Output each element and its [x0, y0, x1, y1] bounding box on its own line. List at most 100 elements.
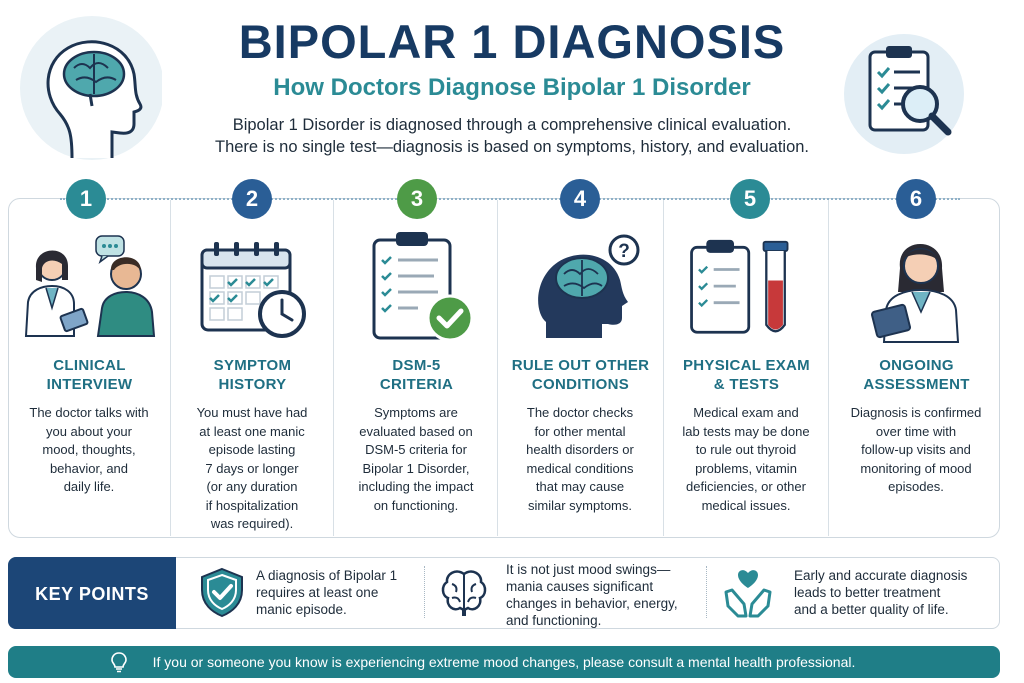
heart-hands-icon — [724, 570, 772, 618]
desc-line: follow-up visits and — [861, 442, 971, 457]
key-point-line: It is not just mood swings— — [506, 562, 671, 577]
desc-line: You must have had — [196, 405, 308, 420]
desc-line: if hospitalization — [205, 497, 299, 513]
desc-line: The doctor checks — [526, 405, 634, 420]
footer-text: If you or someone you know is experienci… — [152, 654, 856, 670]
step-3-description: Symptoms are evaluated based on DSM-5 cr… — [341, 404, 491, 515]
step-3-badge: 3 — [397, 179, 437, 219]
step-divider — [497, 200, 498, 536]
step-3-title-line-2: CRITERIA — [379, 376, 454, 393]
desc-line: Symptoms are — [374, 405, 458, 420]
intro-line-2: There is no single test—diagnosis is bas… — [215, 138, 809, 156]
desc-line: 7 days or longer — [205, 460, 299, 476]
key-point-line: mania causes significant — [506, 579, 654, 594]
key-point-3: Early and accurate diagnosis leads to be… — [794, 567, 967, 618]
step-1-title: CLINICAL INTERVIEW — [12, 356, 167, 394]
desc-line: health disorders or — [526, 442, 634, 457]
step-1-description: The doctor talks with you about your moo… — [14, 404, 164, 497]
step-5-badge: 5 — [730, 179, 770, 219]
desc-line: Bipolar 1 Disorder, — [362, 460, 470, 476]
key-point-2: It is not just mood swings— mania causes… — [506, 561, 678, 629]
desc-line: medical issues. — [701, 497, 791, 513]
desc-line: including the impact — [358, 479, 474, 494]
step-5-title-line-2: & TESTS — [713, 376, 780, 393]
desc-line: (or any duration — [206, 479, 298, 494]
key-point-line: leads to better treatment — [794, 585, 941, 600]
key-points-label-box — [8, 557, 176, 629]
desc-line: Diagnosis is confirmed — [850, 405, 982, 420]
desc-line: behavior, and — [49, 460, 129, 476]
step-5-title-line-1: PHYSICAL EXAM — [683, 357, 810, 374]
step-divider — [663, 200, 664, 536]
key-point-line: A diagnosis of Bipolar 1 — [256, 568, 398, 583]
step-2-badge: 2 — [232, 179, 272, 219]
desc-line: for other mental — [534, 423, 626, 439]
key-point-line: manic episode. — [256, 602, 347, 617]
key-point-line: changes in behavior, energy, — [506, 596, 678, 611]
step-6-title: ONGOING ASSESSMENT — [839, 356, 994, 394]
step-6-badge: 6 — [896, 179, 936, 219]
desc-line: over time with — [875, 423, 957, 439]
step-4-description: The doctor checks for other mental healt… — [505, 404, 655, 515]
step-2-title-line-1: SYMPTOM — [213, 357, 292, 374]
step-divider — [828, 200, 829, 536]
step-4-title-line-1: RULE OUT OTHER — [511, 357, 650, 374]
key-point-separator — [706, 566, 707, 618]
step-1-badge: 1 — [66, 179, 106, 219]
desc-line: that may cause — [535, 479, 625, 494]
key-points-label: KEY POINTS — [35, 584, 149, 604]
step-6-title-line-2: ASSESSMENT — [863, 376, 970, 393]
key-point-line: requires at least one — [256, 585, 379, 600]
desc-line: daily life. — [63, 479, 115, 494]
lightbulb-icon — [111, 652, 127, 673]
step-6-title-line-1: ONGOING — [879, 357, 954, 374]
svg-text:?: ? — [618, 241, 630, 262]
step-3-title-line-1: DSM-5 — [392, 357, 441, 374]
shield-check-icon — [201, 567, 243, 618]
desc-line: similar symptoms. — [527, 497, 632, 513]
desc-line: DSM-5 criteria for — [365, 442, 467, 457]
desc-line: episode lasting — [208, 442, 296, 457]
step-4-title-line-2: CONDITIONS — [531, 376, 630, 393]
desc-line: problems, vitamin — [695, 460, 797, 476]
clipboard-search-icon — [844, 34, 964, 154]
doctor-patient-icon — [24, 235, 156, 337]
brain-icon — [441, 570, 487, 616]
desc-line: on functioning. — [373, 497, 459, 513]
head-question-icon: ? — [538, 234, 640, 338]
step-5-title: PHYSICAL EXAM & TESTS — [669, 356, 824, 394]
step-3-title: DSM-5 CRITERIA — [339, 356, 494, 394]
desc-line: Medical exam and — [693, 405, 799, 420]
desc-line: you about your — [45, 423, 132, 439]
desc-line: mood, thoughts, — [42, 442, 136, 457]
step-4-title: RULE OUT OTHER CONDITIONS — [503, 356, 658, 394]
step-6-description: Diagnosis is confirmed over time with fo… — [841, 404, 991, 497]
footer-banner — [8, 646, 1000, 678]
steps-panel — [8, 198, 1000, 538]
step-4-badge: 4 — [560, 179, 600, 219]
desc-line: medical conditions — [526, 460, 634, 476]
key-point-line: and a better quality of life. — [794, 602, 949, 617]
step-divider — [333, 200, 334, 536]
desc-line: to rule out thyroid — [695, 442, 797, 457]
desc-line: monitoring of mood — [860, 460, 972, 476]
step-1-title-line-1: CLINICAL — [53, 357, 126, 374]
page-title: BIPOLAR 1 DIAGNOSIS — [238, 15, 786, 68]
step-1-title-line-2: INTERVIEW — [46, 376, 133, 393]
key-point-separator — [424, 566, 425, 618]
key-point-line: and functioning. — [506, 613, 602, 628]
intro-line-1: Bipolar 1 Disorder is diagnosed through … — [232, 116, 792, 134]
desc-line: evaluated based on — [359, 423, 473, 439]
desc-line: episodes. — [888, 479, 944, 494]
key-point-1: A diagnosis of Bipolar 1 requires at lea… — [256, 567, 397, 618]
checklist-icon — [372, 232, 474, 342]
lab-tests-icon — [690, 239, 789, 334]
desc-line: lab tests may be done — [682, 423, 810, 439]
step-2-description: You must have had at least one manic epi… — [177, 404, 327, 534]
doctor-tablet-icon — [870, 244, 960, 343]
desc-line: The doctor talks with — [29, 405, 149, 420]
steps-connector-line — [60, 198, 960, 200]
head-brain-icon — [20, 16, 162, 160]
step-2-title-line-2: HISTORY — [218, 376, 287, 393]
step-2-title: SYMPTOM HISTORY — [175, 356, 330, 394]
